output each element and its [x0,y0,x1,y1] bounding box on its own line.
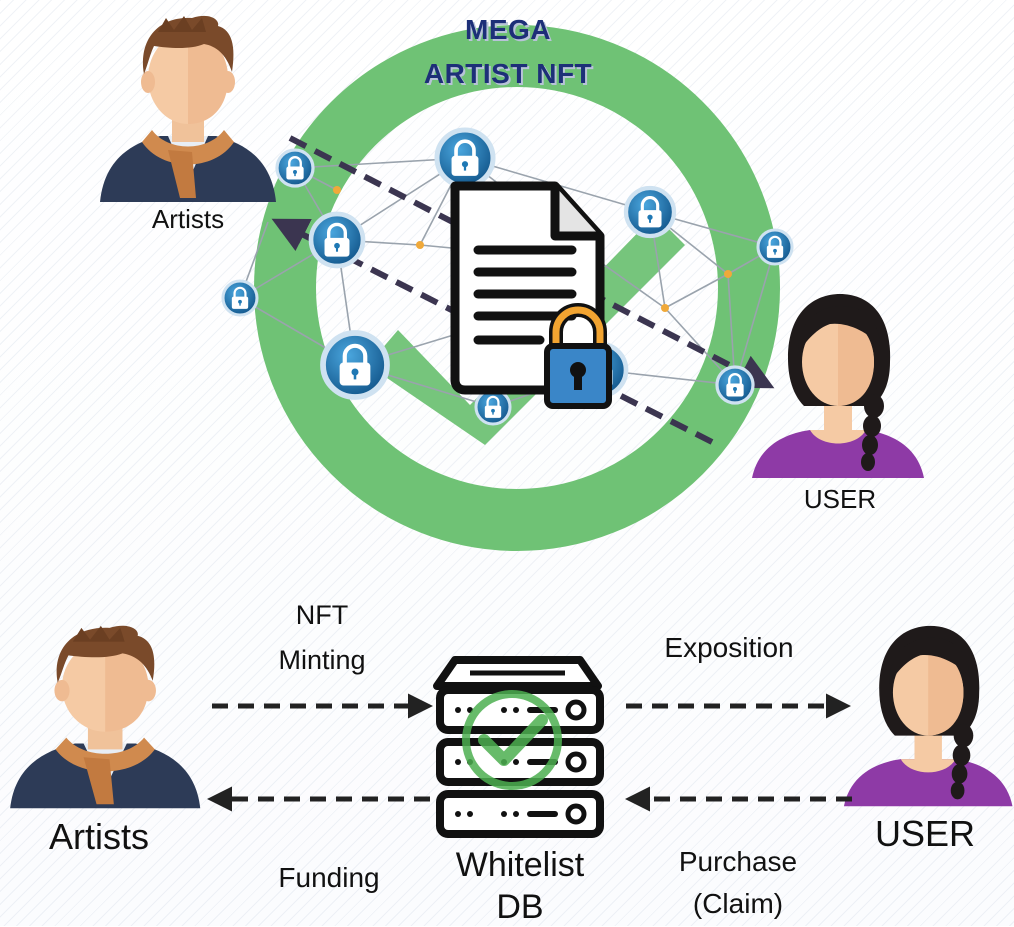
nft-minting-label-line1: NFT [295,600,349,630]
bottom-user-label: USER [874,813,976,854]
artist-avatar-icon [100,15,276,202]
verified-badge-icon [462,690,562,790]
padlock-icon [544,303,612,409]
lock-icon [223,281,257,315]
checkmark-icon [368,215,685,445]
lock-icon [758,230,792,264]
diagram-title-line1: MEGA [465,14,551,45]
approval-ring [254,25,780,551]
whitelist-db-label-line1: Whitelist [455,846,585,884]
lock-icon [476,390,510,424]
user-avatar-icon [843,625,1013,807]
top-artists-label: Artists [151,204,225,234]
diagram-title-line2: ARTIST NFT [423,58,593,89]
exposition-label: Exposition [664,632,794,663]
lock-icon [277,150,313,186]
artist-avatar-icon [10,625,201,809]
nft-minting-label-line2: Minting [278,645,366,675]
lock-icon [717,367,753,403]
whitelist-db-label-line2: DB [496,888,544,926]
lock-icon [626,188,674,236]
funding-label: Funding [278,862,380,893]
top-user-label: USER [803,484,877,514]
lock-icon [323,333,387,397]
flow-arrows [207,693,852,812]
lock-icon [311,214,363,266]
purchase-label-line2: (Claim) [692,888,784,919]
purchase-label-line1: Purchase [678,846,798,877]
bottom-artists-label: Artists [48,816,149,857]
lock-icon [437,130,493,186]
